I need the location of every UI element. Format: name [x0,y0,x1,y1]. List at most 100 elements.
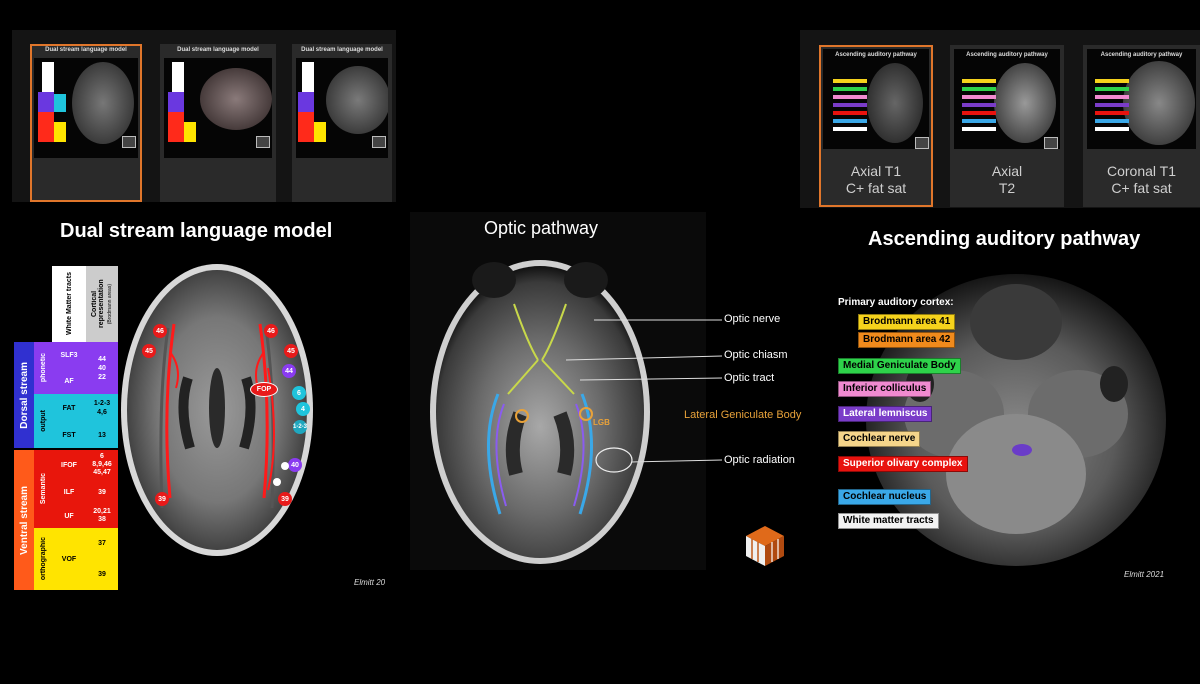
auditory-heading: Primary auditory cortex: [838,297,954,308]
label-lateral-geniculate-body: Lateral Geniculate Body [684,409,802,421]
marker-white-dot [273,478,281,486]
thumbnail-title: Ascending auditory pathway [966,52,1048,58]
legend-lateral-lemniscus: Lateral lemniscus [838,406,933,422]
cell-uf: UF [52,504,86,528]
cell-ifof-ba: 6 8,9,46 45,47 [86,450,118,480]
optic-brain-svg [430,260,650,564]
marker-white-dot [281,462,289,470]
thumbnail-image: Ascending auditory pathway [954,49,1060,149]
marker-45-right: 45 [284,344,298,358]
auditory-signature: Elmitt 2021 [1124,570,1165,579]
axial-brain-svg [121,264,313,556]
header-subtext: (Brodmann areas) [107,283,113,325]
thumbnail-image [164,58,272,158]
caption-line: Axial [991,163,1023,179]
stack-icon [1044,137,1058,149]
thumbnail-caption: Coronal T1 C+ fat sat [1083,163,1200,197]
label-text: Semantic [39,473,47,505]
marker-46-left: 46 [153,324,167,338]
marker-fop: FOP [250,382,278,397]
cell-slf3-ba: 44 40 22 [86,342,118,394]
rubiks-cube-logo [744,524,786,568]
label-optic-radiation: Optic radiation [724,454,795,466]
cell-uf-ba: 20,21 38 [86,504,118,528]
stack-icon [372,136,386,148]
marker-45-left: 45 [142,344,156,358]
legend-superior-olivary-complex: Superior olivary complex [838,456,968,472]
caption-line: C+ fat sat [845,180,907,196]
caption-line: C+ fat sat [1111,180,1172,196]
thumbnail-dual-stream-sagittal[interactable]: Dual stream language model [160,44,276,202]
cube-logo-svg [746,526,784,566]
label-optic-chiasm: Optic chiasm [724,349,788,361]
marker-40: 40 [288,458,302,472]
optic-title: Optic pathway [484,218,599,238]
header-text: White Matter tracts [65,272,73,336]
caption-line: T2 [998,180,1016,196]
marker-44: 44 [282,364,296,378]
stack-icon [122,136,136,148]
thumbnail-coronal-t1[interactable]: Ascending auditory pathway Coronal T1 C+… [1083,45,1200,207]
marker-4: 4 [296,402,310,416]
optic-brain-mri [428,244,652,566]
caption-line: Coronal T1 [1106,163,1176,179]
thumbnail-axial-t1[interactable]: Ascending auditory pathway Axial T1 C+ f… [819,45,933,207]
dual-stream-brain-mri [118,258,316,558]
marker-39-left: 39 [155,492,169,506]
stack-icon [915,137,929,149]
marker-46-right: 46 [264,324,278,338]
cell-ilf: ILF [52,480,86,504]
caption-line: Axial T1 [850,163,902,179]
cell-vof: VOF [52,528,86,590]
phonetic-label: phonetic [34,342,52,394]
dual-stream-signature: Elmitt 20 [354,578,386,587]
legend-cochlear-nucleus: Cochlear nucleus [838,489,932,505]
thumbnail-title: Dual stream language model [301,47,383,53]
legend-white-matter-tracts: White matter tracts [838,513,939,529]
label-optic-nerve: Optic nerve [724,313,781,325]
cell-ilf-ba: 39 [86,480,118,504]
thumbnail-image: Ascending auditory pathway [1087,49,1196,149]
cell-vof-ba-1: 37 [86,528,118,559]
marker-39-right: 39 [278,492,292,506]
optic-leader-lines [565,319,723,463]
thumbnail-dual-stream-cortex[interactable]: Dual stream language model [292,44,392,202]
header-cortical-representation: Cortical representation (Brodmann areas) [86,266,118,342]
label-text: phonetic [39,353,47,383]
legend-brodmann-41: Brodmann area 41 [858,314,956,330]
dorsal-stream-label: Dorsal stream [14,342,34,448]
cell-slf3: SLF3 [52,342,86,368]
output-label: output [34,394,52,448]
cell-fst: FST [52,422,86,448]
legend-cochlear-nerve: Cochlear nerve [838,431,921,447]
label-text: Ventral stream [18,485,30,555]
cell-af: AF [52,368,86,394]
semantic-label: Semantic [34,450,52,528]
thumbnail-title: Dual stream language model [45,47,127,53]
thumbnail-caption: Axial T2 [950,163,1064,197]
orthographic-label: orthographic [34,528,52,590]
cell-fat: FAT [52,394,86,422]
marker-1-2-3: 1-2-3 [293,420,307,434]
thumbnail-caption: Axial T1 C+ fat sat [819,163,933,197]
label-optic-tract: Optic tract [724,372,775,384]
legend-inferior-colliculus: Inferior colliculus [838,381,932,397]
header-white-matter-tracts: White Matter tracts [52,266,86,342]
cell-vof-ba-2: 39 [86,559,118,590]
thumbnail-axial-t2[interactable]: Ascending auditory pathway Axial T2 [950,45,1064,207]
thumbnail-dual-stream-axial[interactable]: Dual stream language model [30,44,142,202]
cell-fat-ba: 1-2-3 4,6 [86,394,118,422]
dual-stream-title: Dual stream language model [60,220,333,242]
auditory-title: Ascending auditory pathway [868,228,1141,250]
thumbnail-title: Ascending auditory pathway [1100,52,1183,58]
label-text: Dorsal stream [18,361,30,429]
cell-fst-ba: 13 [86,422,118,448]
thumbnail-image: Ascending auditory pathway [823,49,929,149]
stack-icon [256,136,270,148]
thumbnail-title: Ascending auditory pathway [835,52,917,58]
thumbnail-image [34,58,138,158]
label-text: orthographic [39,537,47,581]
legend-medial-geniculate-body: Medial Geniculate Body [838,358,961,374]
label-text: output [39,410,47,432]
thumbnail-title: Dual stream language model [177,47,259,53]
